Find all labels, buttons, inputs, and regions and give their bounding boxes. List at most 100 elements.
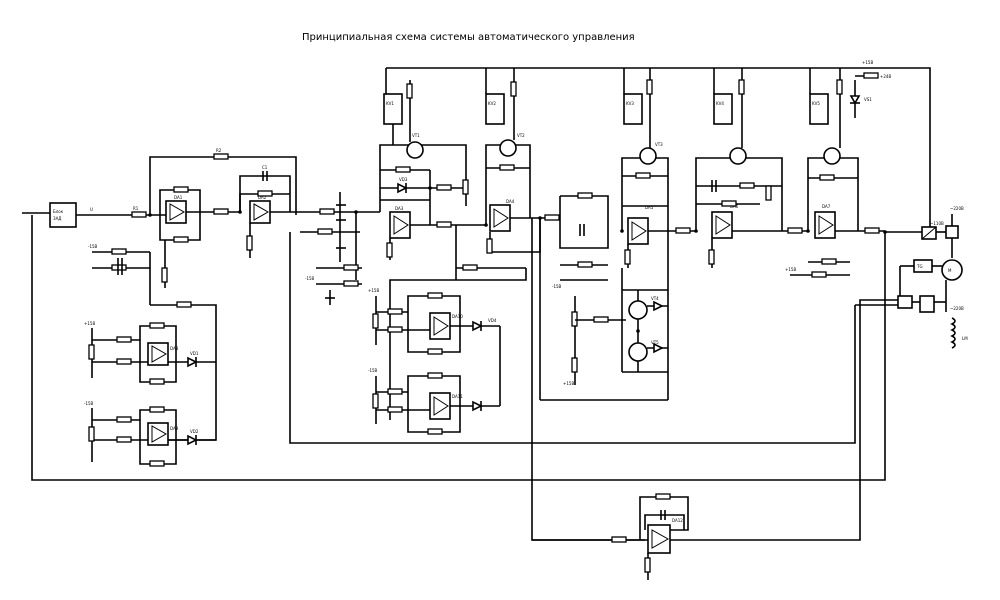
vt5-label: VT5 (651, 340, 659, 345)
op-amp-da4 (489, 204, 511, 232)
da9-label: DA9 (170, 426, 179, 431)
junction (620, 229, 624, 233)
op-amp-triangle (651, 529, 670, 549)
op-amp-da11 (429, 392, 451, 420)
junction (484, 223, 488, 227)
field-winding (950, 317, 956, 349)
resistor (116, 358, 132, 365)
v220-label: ~220В (950, 206, 964, 211)
resistor (510, 81, 517, 97)
transistor (823, 147, 841, 165)
supply-label: +15В (862, 60, 873, 65)
da11-label: DA11 (452, 394, 463, 399)
resistor (624, 249, 631, 265)
setpoint-block-label-2: ЗАД (53, 216, 61, 221)
resistor (571, 311, 578, 327)
transistor (729, 147, 747, 165)
junction (636, 329, 640, 333)
op-amp-triangle (151, 425, 168, 443)
wire (559, 195, 609, 249)
resistor (149, 460, 165, 467)
resistor (577, 261, 593, 268)
resistor (372, 313, 379, 329)
op-amp-triangle (818, 215, 834, 235)
resistor (173, 236, 189, 243)
resistor (819, 174, 835, 181)
da12-label: DA12 (672, 518, 683, 523)
op-amp-triangle (493, 208, 509, 228)
resistor (836, 79, 843, 95)
resistor (863, 72, 879, 79)
wire (639, 496, 689, 540)
main-feedback-bus (31, 215, 886, 481)
da1-label: DA1 (174, 195, 183, 200)
converter-diagonal (921, 226, 937, 240)
resistor-r1 (131, 211, 147, 218)
op-amp-da3 (389, 211, 411, 239)
supply-label: +24В (880, 74, 891, 79)
junction (354, 210, 358, 214)
op-amp-triangle (631, 221, 647, 241)
setpoint-block (49, 202, 77, 228)
supply-label: +15В (368, 288, 379, 293)
tg-label: TG (916, 264, 923, 269)
diode (653, 342, 664, 354)
resistor (88, 426, 95, 442)
resistor (213, 208, 229, 215)
resistor (593, 316, 609, 323)
resistor (864, 227, 880, 234)
resistor (738, 79, 745, 95)
resistor (116, 436, 132, 443)
da5-label: DA5 (645, 205, 654, 210)
resistor (406, 83, 413, 99)
diode-vd2 (187, 434, 198, 446)
resistor (436, 221, 452, 228)
junction (428, 186, 432, 190)
supply-label: -15В (305, 276, 315, 281)
diode (472, 400, 483, 412)
resistor (317, 228, 333, 235)
resistor (499, 164, 515, 171)
resistor (708, 249, 715, 265)
resistor (319, 208, 335, 215)
wire (239, 193, 290, 212)
zener-diode (849, 95, 861, 105)
resistor (675, 227, 691, 234)
junction (238, 210, 242, 214)
kv2-label: KV2 (488, 101, 496, 106)
resistor (343, 264, 359, 271)
transistor-vt5 (628, 342, 648, 362)
op-amp-triangle (433, 316, 449, 336)
supply-label: -15В (368, 368, 378, 373)
protection-bus (289, 232, 856, 444)
relay-kv5 (809, 93, 829, 125)
supply-label: +15В (563, 381, 574, 386)
op-amp-triangle (151, 345, 168, 363)
sensor-block (897, 295, 913, 309)
resistor (149, 322, 165, 329)
vd1-label: VD1 (190, 351, 199, 356)
op-amp-da7 (814, 211, 836, 239)
resistor (343, 280, 359, 287)
signal-label-u: U (90, 207, 93, 212)
resistor (111, 248, 127, 255)
resistor (427, 372, 443, 379)
transistor-vt4 (628, 300, 648, 320)
resistor (462, 179, 469, 195)
supply-label: +15В (785, 267, 796, 272)
junction (806, 229, 810, 233)
op-amp-triangle (169, 203, 186, 221)
op-amp-da9 (147, 422, 169, 446)
supply-label: +15В (84, 321, 95, 326)
r2-label: R2 (216, 148, 222, 153)
resistor (387, 326, 403, 333)
resistor (635, 172, 651, 179)
terminal-block (945, 225, 959, 239)
resistor (436, 184, 452, 191)
relay-kv4 (713, 93, 733, 125)
speed-feedback-bus (531, 218, 901, 541)
resistor (486, 238, 493, 254)
transistor-vt2 (499, 139, 517, 157)
relay-kv3 (623, 93, 643, 125)
resistor (246, 235, 253, 251)
